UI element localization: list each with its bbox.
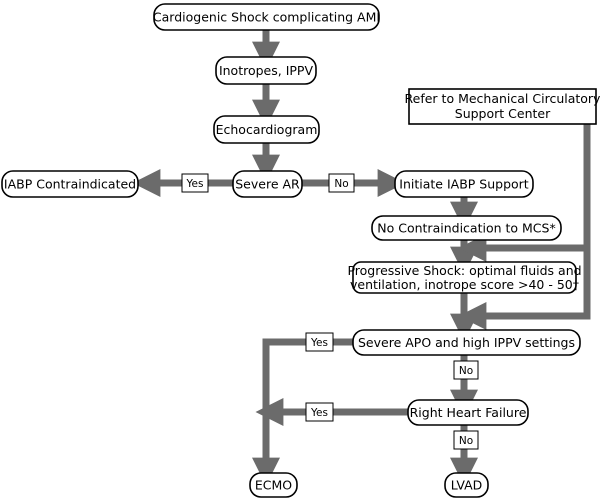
label-no-rhf: No	[453, 430, 479, 450]
label-yes-rhf-text: Yes	[310, 407, 328, 419]
arrow-refer-to-progressive	[458, 124, 591, 262]
node-echocardiogram: Echocardiogram	[213, 115, 320, 144]
label-yes-severe-apo-text: Yes	[310, 337, 328, 349]
node-severe-ar-text: Severe AR	[235, 177, 300, 192]
node-progressive-shock-line1: Progressive Shock: optimal fluids and	[347, 263, 581, 278]
node-right-heart-failure-text: Right Heart Failure	[410, 405, 527, 420]
node-lvad: LVAD	[444, 472, 489, 498]
node-no-contraindication-mcs-text: No Contraindication to MCS*	[377, 221, 555, 236]
node-lvad-text: LVAD	[451, 478, 483, 493]
node-refer-mcs-center: Refer to Mechanical Circulatory Support …	[405, 88, 600, 125]
label-yes-severe-apo: Yes	[305, 332, 334, 352]
node-right-heart-failure: Right Heart Failure	[407, 399, 529, 426]
node-initiate-iabp: Initiate IABP Support	[394, 170, 534, 198]
label-yes-severe-ar: Yes	[181, 173, 209, 193]
node-echocardiogram-text: Echocardiogram	[216, 122, 318, 137]
label-yes-rhf: Yes	[305, 402, 334, 422]
node-severe-apo-text: Severe APO and high IPPV settings	[358, 335, 575, 350]
node-cardiogenic-shock-text: Cardiogenic Shock complicating AMI	[153, 10, 380, 25]
node-initiate-iabp-text: Initiate IABP Support	[399, 177, 529, 192]
label-no-severe-apo: No	[453, 360, 479, 380]
node-no-contraindication-mcs: No Contraindication to MCS*	[371, 215, 562, 241]
label-yes-severe-ar-text: Yes	[186, 178, 204, 190]
node-ecmo-text: ECMO	[255, 478, 292, 493]
label-no-severe-ar: No	[328, 173, 355, 193]
arrow-refer-to-apo	[458, 250, 591, 330]
node-iabp-contraindicated: IABP Contraindicated	[1, 170, 139, 198]
label-no-rhf-text: No	[459, 435, 473, 447]
node-progressive-shock-line2: ventilation, inotrope score >40 - 50†	[350, 277, 579, 292]
label-no-severe-ar-text: No	[334, 178, 348, 190]
node-ecmo: ECMO	[249, 472, 298, 498]
node-inotropes: Inotropes, IPPV	[215, 56, 317, 85]
node-severe-ar: Severe AR	[232, 170, 303, 198]
node-iabp-contraindicated-text: IABP Contraindicated	[4, 177, 136, 192]
label-no-severe-apo-text: No	[459, 365, 473, 377]
node-inotropes-text: Inotropes, IPPV	[219, 63, 314, 78]
node-cardiogenic-shock: Cardiogenic Shock complicating AMI	[153, 3, 380, 31]
node-progressive-shock: Progressive Shock: optimal fluids and ve…	[347, 261, 582, 294]
node-refer-line2: Support Center	[455, 106, 551, 121]
node-severe-apo: Severe APO and high IPPV settings	[352, 329, 581, 356]
node-refer-line1: Refer to Mechanical Circulatory	[405, 91, 600, 106]
